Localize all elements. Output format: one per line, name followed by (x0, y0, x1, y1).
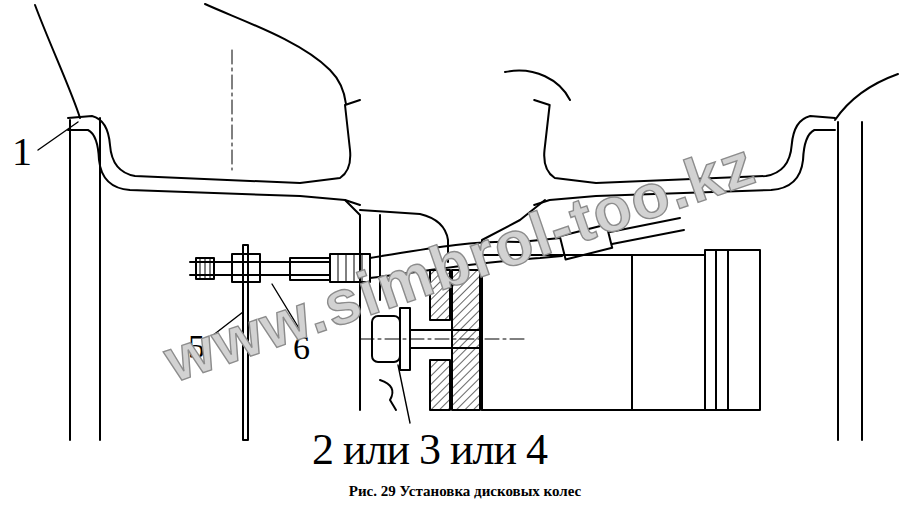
figure-caption: Рис. 29 Установка дисковых колес (349, 484, 582, 499)
rim-profile (68, 130, 360, 205)
valve-nut (232, 254, 260, 282)
valve-cap (200, 258, 201, 279)
center-line (232, 50, 233, 170)
valve-cap (205, 258, 206, 279)
callout-number: 2 или 3 или 4 (312, 428, 547, 472)
rim-edge (837, 122, 839, 440)
leader-line (398, 365, 410, 423)
rim-edge (69, 120, 71, 440)
disc-edge (380, 380, 396, 410)
center-line (360, 339, 525, 340)
hub-body (727, 250, 729, 410)
rim-edge (861, 122, 863, 440)
valve-cap (196, 258, 214, 279)
wheel-stud (410, 329, 482, 331)
hub-body (705, 250, 760, 410)
hub-body (632, 255, 705, 410)
tire-outline (205, 4, 346, 104)
callout-number: 1 (12, 132, 32, 172)
tire-outline (35, 5, 80, 118)
valve-cap (210, 258, 211, 279)
leader-line (38, 122, 78, 150)
rim-edge (99, 118, 101, 440)
hub-body (715, 250, 717, 410)
tire-outline (835, 74, 898, 120)
hatched-section (430, 360, 450, 410)
tire-outline (505, 71, 570, 100)
wheel-stud (410, 347, 482, 349)
rim-profile (68, 100, 360, 183)
